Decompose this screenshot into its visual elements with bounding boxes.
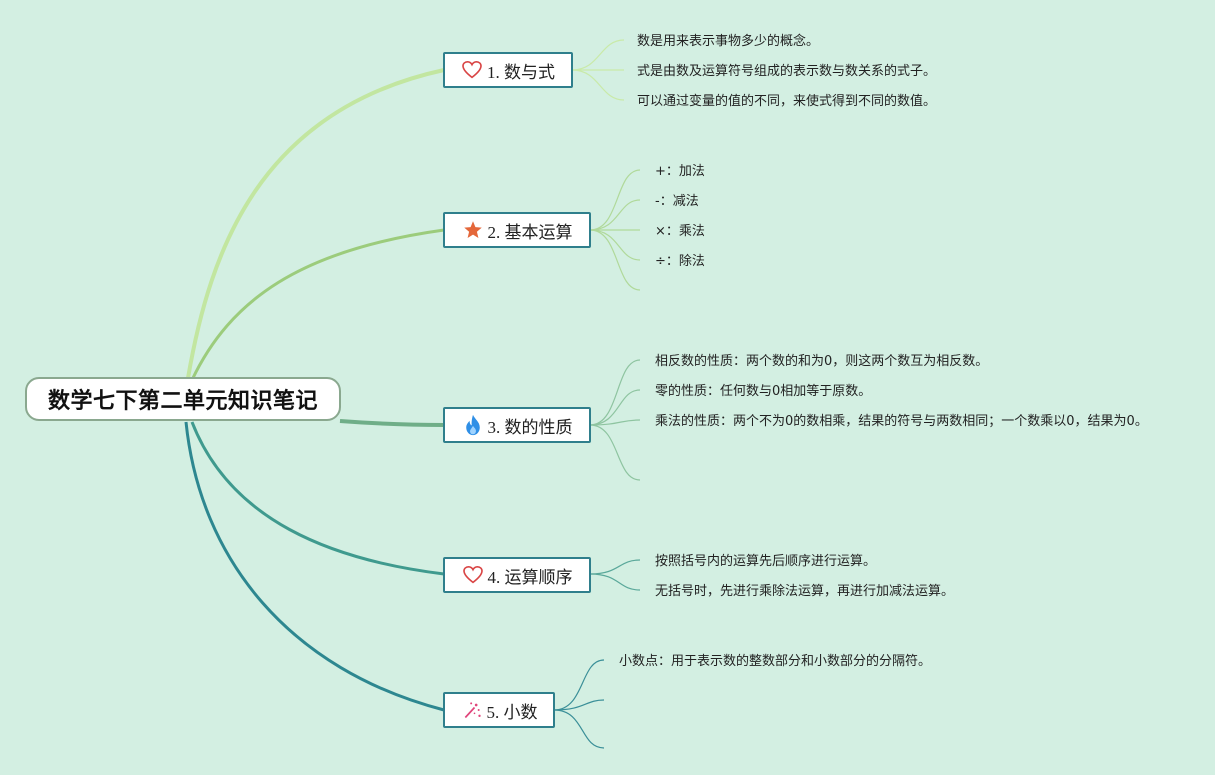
note-item: 乘法的性质：两个不为0的数相乘，结果的符号与两数相同；一个数乘以0，结果为0。	[655, 414, 1148, 429]
star-icon	[462, 219, 484, 241]
note-item: 按照括号内的运算先后顺序进行运算。	[655, 554, 877, 569]
topic-number-properties[interactable]: 3. 数的性质	[443, 407, 591, 443]
note-item: 相反数的性质：两个数的和为0，则这两个数互为相反数。	[655, 354, 989, 369]
note-item: +：加法	[655, 164, 705, 179]
branch-line-4	[190, 421, 445, 576]
note-item: ÷：除法	[655, 254, 705, 269]
heart-outline-icon	[461, 59, 483, 81]
topic-label: 5. 小数	[486, 702, 538, 722]
note-item: -：减法	[655, 194, 699, 209]
topic2-note-lines	[589, 169, 641, 291]
topic3-note-lines	[589, 359, 641, 481]
note-item: 可以通过变量的值的不同，来使式得到不同的数值。	[637, 94, 937, 109]
note-item: 无括号时，先进行乘除法运算，再进行加减法运算。	[655, 584, 955, 599]
note-item: 小数点：用于表示数的整数部分和小数部分的分隔符。	[619, 654, 932, 669]
note-item: 式是由数及运算符号组成的表示数与数关系的式子。	[637, 64, 937, 79]
note-item: 零的性质：任何数与0相加等于原数。	[655, 384, 872, 399]
branch-line-2	[190, 228, 445, 381]
topic-label: 2. 基本运算	[487, 222, 573, 242]
topic-label: 1. 数与式	[487, 62, 555, 82]
topic1-note-lines	[571, 39, 625, 101]
root-title: 数学七下第二单元知识笔记	[47, 389, 318, 414]
topic-number-and-expression[interactable]: 1. 数与式	[443, 52, 573, 88]
sparkle-icon	[461, 699, 483, 721]
branch-line-5	[184, 421, 445, 712]
root-topic[interactable]: 数学七下第二单元知识笔记	[25, 377, 341, 421]
heart-outline-icon	[462, 564, 484, 586]
topic-label: 4. 运算顺序	[487, 567, 573, 587]
note-item: 数是用来表示事物多少的概念。	[637, 34, 820, 49]
branch-line-3	[339, 419, 445, 427]
topic-basic-operations[interactable]: 2. 基本运算	[443, 212, 591, 248]
branch-line-1	[186, 68, 445, 379]
topic5-note-lines	[553, 659, 605, 749]
flame-icon	[462, 414, 484, 436]
topic-operation-order[interactable]: 4. 运算顺序	[443, 557, 591, 593]
topic-decimals[interactable]: 5. 小数	[443, 692, 555, 728]
note-item: ×：乘法	[655, 224, 705, 239]
topic-label: 3. 数的性质	[487, 417, 573, 437]
topic4-note-lines	[589, 559, 641, 591]
